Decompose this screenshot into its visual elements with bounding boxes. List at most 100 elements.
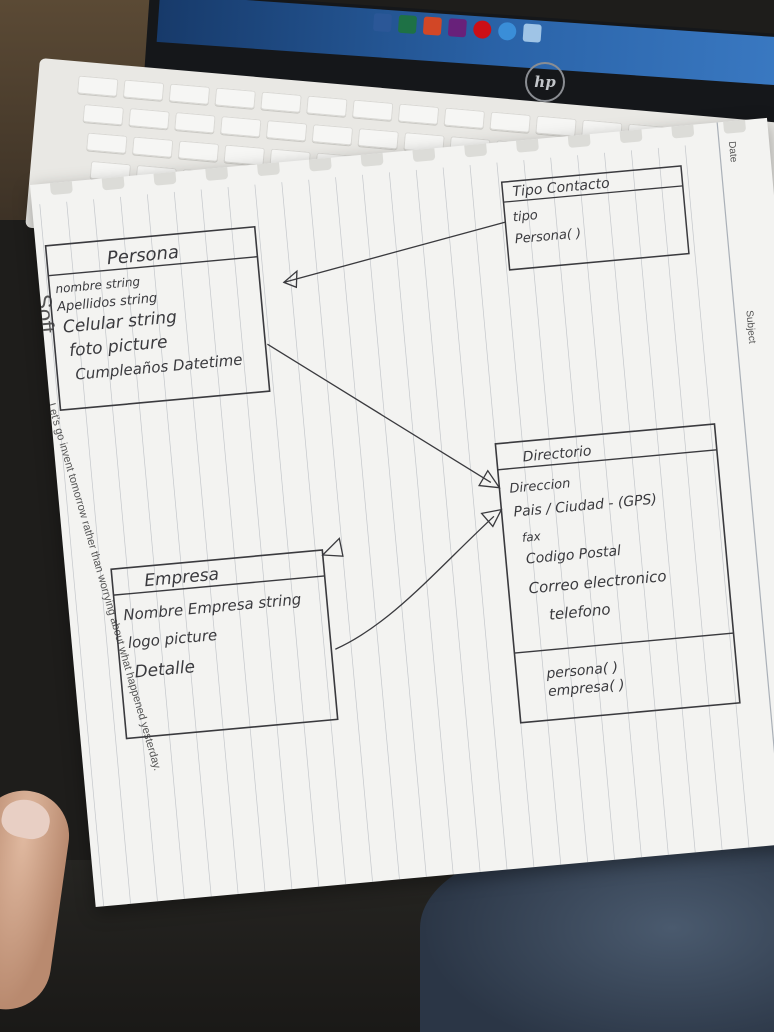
rule-line xyxy=(93,199,158,902)
rule-line xyxy=(523,160,589,863)
spiral-hole xyxy=(49,177,73,195)
rule-line xyxy=(173,191,239,895)
visual-studio-icon xyxy=(447,18,467,38)
class-persona: Persona nombre string Apellidos string C… xyxy=(44,225,271,412)
keyboard-key xyxy=(122,79,165,101)
rule-line xyxy=(657,147,723,851)
keyboard-key xyxy=(220,116,262,138)
keyboard-key xyxy=(128,108,170,130)
class-method: persona( ) xyxy=(545,660,619,683)
margin-line xyxy=(716,122,774,845)
class-box xyxy=(494,423,741,724)
excel-icon xyxy=(397,14,418,34)
rule-line xyxy=(120,196,185,899)
word-icon xyxy=(372,12,393,33)
rule-line xyxy=(146,194,212,897)
class-field: Codigo Postal xyxy=(525,543,621,568)
keyboard-key xyxy=(177,140,220,162)
class-directorio: Directorio Direccion Pais / Ciudad - (GP… xyxy=(494,423,741,724)
class-method: empresa( ) xyxy=(547,677,625,700)
class-field: foto picture xyxy=(68,332,168,361)
spiral-hole xyxy=(412,144,436,162)
spiral-hole xyxy=(619,125,643,143)
rule-line xyxy=(335,177,400,880)
arrow-persona-to-directorio xyxy=(267,343,492,484)
keyboard-key xyxy=(265,120,308,142)
arrow-tipo-to-persona xyxy=(283,221,506,284)
rule-line xyxy=(630,150,696,853)
spiral-hole xyxy=(257,158,280,176)
class-field: Correo electronico xyxy=(528,567,667,597)
relationships xyxy=(267,221,506,650)
rule-line xyxy=(415,169,481,873)
app-icon xyxy=(522,23,542,43)
keyboard-key xyxy=(86,132,128,154)
class-divider xyxy=(113,575,325,596)
spiral-hole xyxy=(723,117,746,134)
class-divider xyxy=(514,632,734,654)
spiral-hole xyxy=(360,149,384,167)
keyboard-key xyxy=(397,103,440,125)
spiral-hole xyxy=(101,172,125,191)
arrow-empresa-to-directorio xyxy=(335,515,495,650)
keyboard-key xyxy=(174,112,216,134)
arrowhead xyxy=(282,269,298,289)
keyboard-key xyxy=(489,111,531,133)
class-divider xyxy=(48,255,258,277)
rule-line xyxy=(550,157,615,860)
keyboard-key xyxy=(260,91,302,113)
class-title: Directorio xyxy=(522,443,592,465)
class-field: fax xyxy=(521,529,542,545)
keyboard-key xyxy=(357,128,399,150)
spiral-hole xyxy=(308,153,332,172)
class-field: Direccion xyxy=(509,476,571,496)
paper-drawing: Date Subject Soft Let's go invent tomorr… xyxy=(31,117,774,907)
class-divider xyxy=(503,185,683,203)
rule-line xyxy=(388,172,454,875)
class-field: telefono xyxy=(548,600,611,624)
class-divider xyxy=(497,449,717,471)
spiral-hole xyxy=(515,135,539,153)
rule-line xyxy=(604,152,669,855)
class-field: logo picture xyxy=(127,626,218,652)
hp-logo: hp xyxy=(525,62,565,102)
keyboard-key xyxy=(223,144,266,166)
arrowhead xyxy=(321,537,344,557)
rule-line xyxy=(66,201,131,904)
spiral-hole xyxy=(153,168,177,186)
date-label: Date xyxy=(726,141,739,163)
keyboard-key xyxy=(352,99,394,121)
class-field: Nombre Empresa string xyxy=(123,590,302,624)
class-box xyxy=(500,165,690,271)
spiral-hole xyxy=(464,139,487,158)
arrowhead xyxy=(478,469,501,489)
keyboard-key xyxy=(77,75,119,97)
keyboard-key xyxy=(131,136,174,158)
ruled-lines xyxy=(39,145,750,907)
rule-line xyxy=(308,179,373,882)
rule-line xyxy=(577,155,642,858)
chrome-icon xyxy=(497,21,517,41)
keyboard-key xyxy=(306,95,348,117)
rule-line xyxy=(362,174,427,877)
class-field: Detalle xyxy=(134,657,196,682)
rule-line xyxy=(200,189,266,892)
rule-line xyxy=(39,204,105,907)
class-box xyxy=(110,549,339,740)
rule-line xyxy=(227,187,293,890)
powerpoint-icon xyxy=(422,16,443,36)
keyboard-key xyxy=(535,115,577,137)
rule-line xyxy=(254,184,320,887)
rule-line xyxy=(442,167,508,870)
rule-line xyxy=(496,162,562,865)
subject-label: Subject xyxy=(743,310,757,344)
rule-line xyxy=(684,145,750,848)
class-field: Pais / Ciudad - (GPS) xyxy=(513,492,658,521)
spiral-hole xyxy=(205,163,228,181)
spiral-tear-edge xyxy=(49,117,746,195)
class-field: Persona( ) xyxy=(514,226,581,247)
class-tipo-contacto: Tipo Contacto tipo Persona( ) xyxy=(500,165,690,271)
keyboard-key xyxy=(443,107,486,129)
notebook-page: Date Subject Soft Let's go invent tomorr… xyxy=(30,117,774,908)
